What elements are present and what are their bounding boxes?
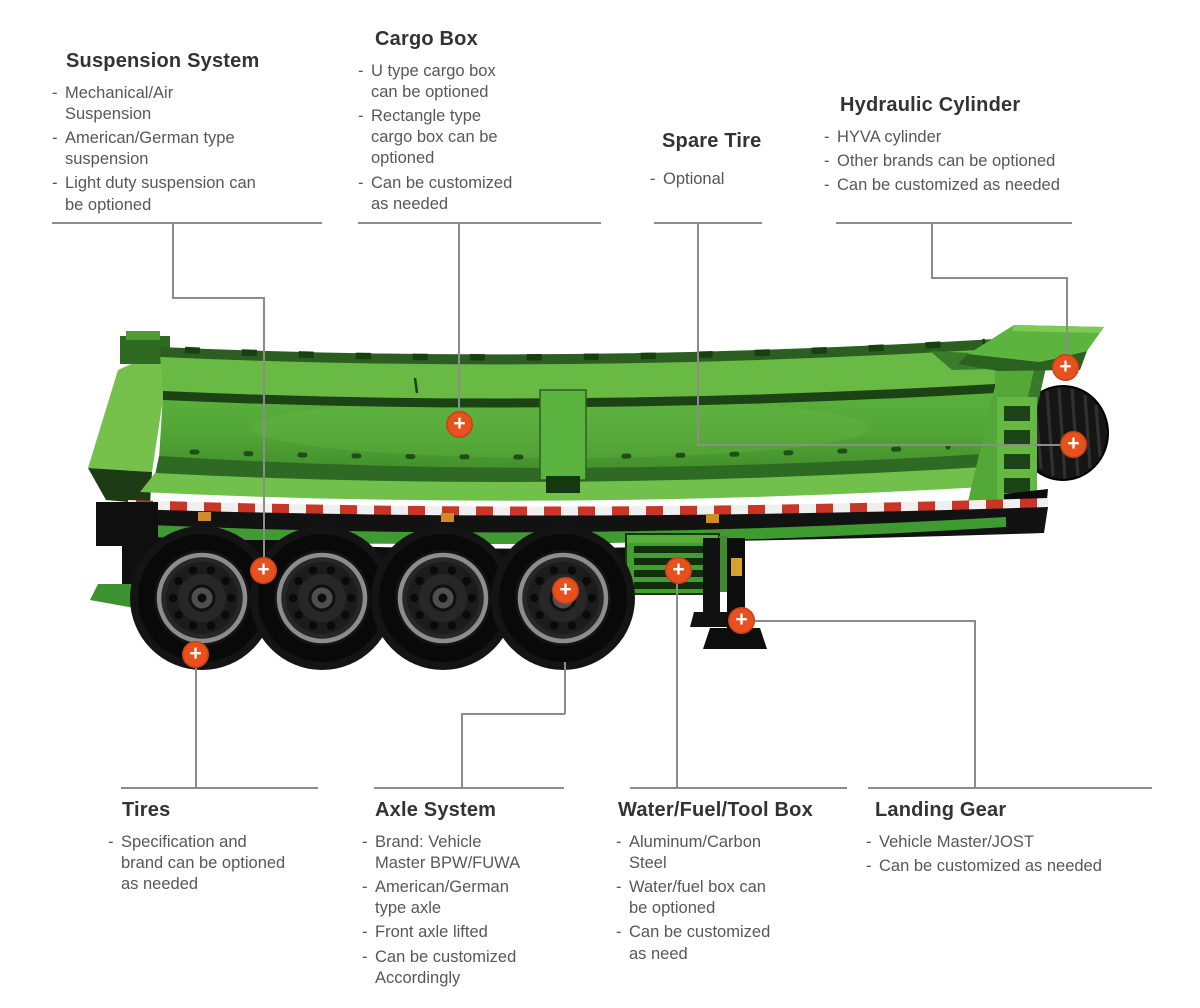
cargo-body <box>140 338 1001 501</box>
callout-item: American/German type axle <box>362 877 532 919</box>
callout-item: Brand: Vehicle Master BPW/FUWA <box>362 832 532 874</box>
hotspot-landing-gear[interactable]: + <box>728 607 755 634</box>
callout-item: Can be customized as needed <box>866 856 1156 877</box>
callout-item: Rectangle type cargo box can be optioned <box>358 106 518 169</box>
callout-items: U type cargo box can be optioned Rectang… <box>358 61 518 215</box>
connector-line <box>836 222 1072 224</box>
callout-item: U type cargo box can be optioned <box>358 61 518 103</box>
plus-icon: + <box>189 642 202 665</box>
connector-line <box>458 222 460 411</box>
callout-axle-system: Axle System Brand: Vehicle Master BPW/FU… <box>362 799 532 992</box>
plus-icon: + <box>1067 432 1080 455</box>
plus-icon: + <box>672 558 685 581</box>
callout-title: Cargo Box <box>375 28 478 50</box>
connector-line <box>172 222 174 298</box>
plus-icon: + <box>257 558 270 581</box>
connector-line <box>697 444 1060 446</box>
callout-item: Can be customized as need <box>616 922 784 964</box>
callout-suspension-system: Suspension System Mechanical/Air Suspens… <box>52 50 260 219</box>
connector-line <box>121 787 318 789</box>
callout-item: Aluminum/Carbon Steel <box>616 832 784 874</box>
callout-title: Landing Gear <box>875 799 1007 821</box>
hotspot-axle-system[interactable]: + <box>552 577 579 604</box>
hotspot-water-fuel-tool-box[interactable]: + <box>665 557 692 584</box>
connector-line <box>1066 277 1068 357</box>
plus-icon: + <box>559 578 572 601</box>
callout-item: Can be customized Accordingly <box>362 947 532 989</box>
callout-items: Brand: Vehicle Master BPW/FUWA American/… <box>362 832 532 989</box>
callout-items: HYVA cylinder Other brands can be option… <box>824 127 1094 196</box>
callout-items: Mechanical/Air Suspension American/Germa… <box>52 83 260 216</box>
callout-item: HYVA cylinder <box>824 127 1094 148</box>
callout-item: Mechanical/Air Suspension <box>52 83 260 125</box>
connector-line <box>461 713 565 715</box>
connector-line <box>564 662 566 714</box>
hotspot-tires[interactable]: + <box>182 641 209 668</box>
connector-line <box>52 222 322 224</box>
connector-line <box>931 277 1067 279</box>
hotspot-spare-tire[interactable]: + <box>1060 431 1087 458</box>
callout-landing-gear: Landing Gear Vehicle Master/JOST Can be … <box>866 799 1156 880</box>
callout-items: Aluminum/Carbon Steel Water/fuel box can… <box>616 832 784 965</box>
callout-cargo-box: Cargo Box U type cargo box can be option… <box>358 28 518 218</box>
callout-item: Vehicle Master/JOST <box>866 832 1156 853</box>
callout-tires: Tires Specification and brand can be opt… <box>108 799 293 898</box>
callout-title: Hydraulic Cylinder <box>840 94 1021 116</box>
callout-item: Can be customized as needed <box>358 173 518 215</box>
callout-hydraulic-cylinder: Hydraulic Cylinder HYVA cylinder Other b… <box>824 94 1094 199</box>
plus-icon: + <box>735 608 748 631</box>
hotspot-hydraulic-cylinder[interactable]: + <box>1052 354 1079 381</box>
callout-title: Tires <box>122 799 171 821</box>
seam-plate <box>539 389 587 493</box>
connector-line <box>974 620 976 788</box>
callout-items: Vehicle Master/JOST Can be customized as… <box>866 832 1156 877</box>
connector-line <box>374 787 564 789</box>
callout-item: Other brands can be optioned <box>824 151 1094 172</box>
callout-items: Specification and brand can be optioned … <box>108 832 293 895</box>
connector-line <box>676 584 678 788</box>
callout-item: Can be customized as needed <box>824 175 1094 196</box>
callout-item: Specification and brand can be optioned … <box>108 832 293 895</box>
callout-title: Suspension System <box>66 50 260 72</box>
callout-title: Spare Tire <box>662 130 762 152</box>
plus-icon: + <box>1059 355 1072 378</box>
connector-line <box>461 713 463 788</box>
callout-item: Light duty suspension can be optioned <box>52 173 260 215</box>
connector-line <box>868 787 1152 789</box>
callout-water-fuel-tool-box: Water/Fuel/Tool Box Aluminum/Carbon Stee… <box>616 799 813 968</box>
connector-line <box>697 222 699 445</box>
hotspot-suspension-system[interactable]: + <box>250 557 277 584</box>
callout-items: Optional <box>650 169 800 190</box>
connector-line <box>195 668 197 788</box>
plus-icon: + <box>453 412 466 435</box>
hotspot-cargo-box[interactable]: + <box>446 411 473 438</box>
connector-line <box>172 297 264 299</box>
callout-item: Optional <box>650 169 800 190</box>
callout-item: Water/fuel box can be optioned <box>616 877 784 919</box>
reflective-strip <box>128 498 1048 518</box>
callout-item: American/German type suspension <box>52 128 260 170</box>
callout-title: Water/Fuel/Tool Box <box>618 799 813 821</box>
front-panel <box>88 331 170 504</box>
callout-spare-tire: Spare Tire Optional <box>650 130 800 193</box>
connector-line <box>654 222 762 224</box>
connector-line <box>630 787 847 789</box>
connector-line <box>358 222 601 224</box>
connector-line <box>931 222 933 278</box>
callout-title: Axle System <box>375 799 497 821</box>
connector-line <box>263 297 265 558</box>
callout-item: Front axle lifted <box>362 922 532 943</box>
connector-line <box>754 620 975 622</box>
